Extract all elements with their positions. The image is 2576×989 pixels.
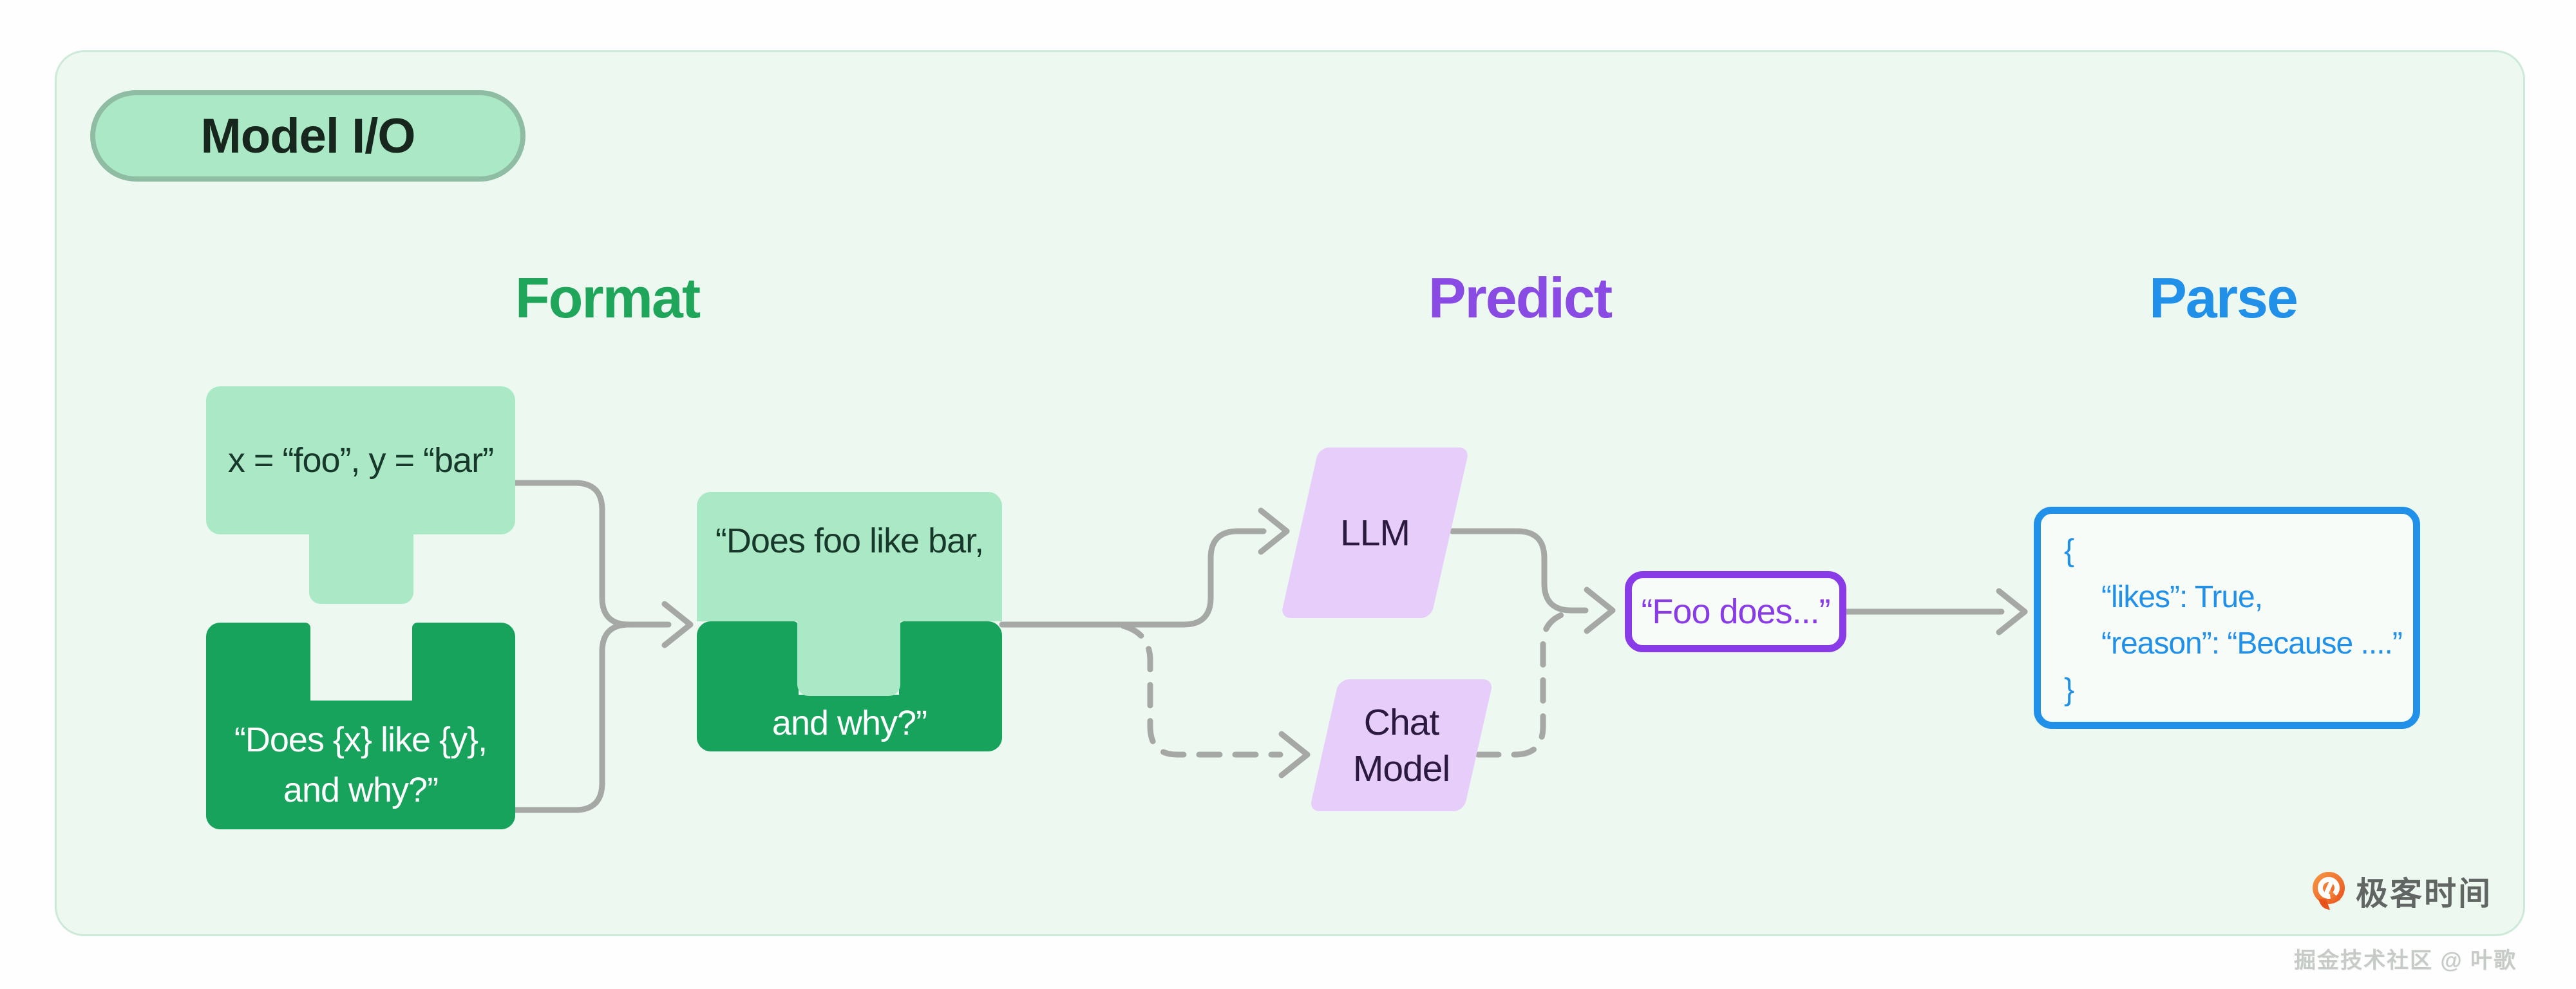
parse-label: Parse: [2149, 266, 2298, 330]
watermark-text: 掘金技术社区 @ 叶歌: [2294, 943, 2517, 974]
watermark-label: 掘金技术社区 @ 叶歌: [2293, 948, 2517, 973]
parsed-json-box: { “likes”: True, “reason”: “Because ....…: [2034, 507, 2420, 729]
model-output-box: “Foo does...”: [1625, 571, 1846, 652]
prompt-template-text: “Does {x} like {y}, and why?”: [206, 701, 515, 829]
input-values-text: x = “foo”, y = “bar”: [227, 441, 494, 480]
prompt-template-line2: and why?”: [283, 771, 439, 809]
arrow-values-to-merged: [512, 480, 672, 628]
model-io-badge: Model I/O: [90, 90, 526, 182]
merged-prompt-top: [697, 492, 1002, 621]
stage-header-format: Format: [414, 263, 800, 334]
arrow-merged-to-chat: [1120, 623, 1283, 758]
arrow-llm-to-output: [1449, 528, 1589, 614]
parsed-json-code: { “likes”: True, “reason”: “Because ....…: [2064, 528, 2403, 713]
model-output-text: “Foo does...”: [1641, 592, 1830, 631]
input-values-tab: [309, 532, 413, 604]
geektime-logo-icon: [2313, 872, 2345, 910]
merged-prompt-tab: [797, 620, 900, 696]
merged-prompt-top-text-wrap: “Does foo like bar,: [697, 509, 1002, 573]
json-open-brace: {: [2064, 534, 2074, 568]
json-reason-line: “reason”: “Because ....”: [2101, 626, 2403, 661]
llm-node: LLM: [1280, 447, 1470, 618]
model-io-badge-label: Model I/O: [200, 108, 416, 164]
merged-prompt-line1: “Does foo like bar,: [715, 522, 984, 560]
chat-model-label-line2: Model: [1352, 748, 1450, 789]
chat-model-label-line1: Chat: [1363, 701, 1439, 743]
prompt-template-box-bottom: [206, 701, 515, 829]
arrowhead-into-output: [1584, 587, 1616, 634]
merged-prompt-line2: and why?”: [772, 704, 927, 742]
geektime-logo-text: 极客时间: [2356, 876, 2492, 912]
llm-label: LLM: [1340, 512, 1410, 554]
arrow-template-to-merged: [512, 621, 632, 813]
prompt-template-line1: “Does {x} like {y},: [234, 721, 488, 759]
input-values-box: x = “foo”, y = “bar”: [206, 386, 515, 534]
merged-prompt-bottom-band: [697, 695, 1002, 751]
stage-header-parse: Parse: [2030, 263, 2416, 334]
arrowhead-into-chat: [1278, 731, 1311, 778]
arrowhead-into-llm: [1258, 507, 1290, 555]
format-label: Format: [515, 266, 701, 330]
arrowhead-into-parse: [1996, 588, 2028, 636]
merged-prompt-bottom-text-wrap: and why?”: [697, 695, 1002, 751]
json-likes-line: “likes”: True,: [2101, 580, 2263, 614]
geektime-logo: 极客时间: [2311, 868, 2492, 914]
arrow-merged-to-llm: [999, 528, 1267, 628]
json-close-brace: }: [2064, 673, 2074, 707]
chat-model-node: Chat Model: [1309, 679, 1494, 811]
arrowhead-into-merged: [661, 601, 694, 648]
stage-header-predict: Predict: [1327, 263, 1713, 334]
arrow-chat-to-output: [1475, 609, 1572, 758]
predict-label: Predict: [1428, 266, 1613, 330]
